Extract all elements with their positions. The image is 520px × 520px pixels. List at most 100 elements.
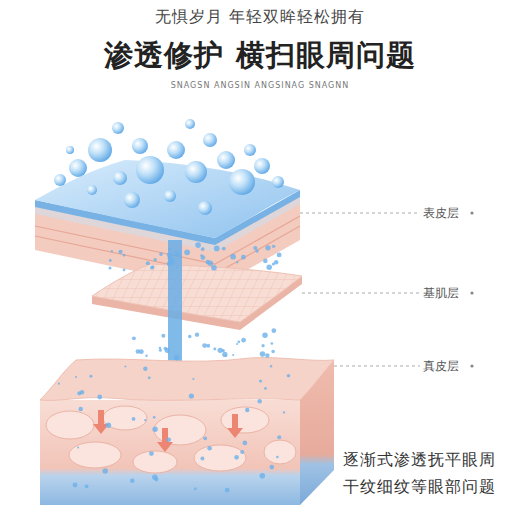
cell (194, 445, 246, 471)
particle (139, 349, 144, 354)
particle (148, 376, 151, 379)
particle (159, 349, 162, 352)
particle (203, 436, 207, 440)
particle (159, 252, 163, 256)
leader-dot (470, 364, 473, 367)
particle (154, 258, 157, 261)
particle (123, 254, 126, 257)
particle (130, 478, 135, 483)
layer-label: 真皮层 (423, 358, 467, 374)
cell (46, 411, 94, 439)
particle (149, 451, 154, 456)
particle (257, 399, 261, 403)
particle (271, 342, 274, 345)
particle (124, 366, 126, 368)
particle (77, 391, 81, 395)
particle (153, 416, 156, 419)
particle (111, 250, 113, 252)
cell (69, 442, 121, 468)
cell (103, 406, 147, 430)
particle (241, 338, 246, 343)
particle (89, 375, 92, 378)
down-arrows (93, 410, 243, 452)
tagline: 无惧岁月 年轻双眸轻松拥有 (0, 7, 520, 27)
cell (133, 451, 177, 473)
particle (145, 354, 147, 356)
particle (154, 477, 158, 481)
bubble (198, 201, 212, 215)
particle (78, 407, 83, 412)
particle (168, 247, 171, 250)
bubble (124, 192, 140, 208)
bubble (112, 122, 124, 134)
particle (271, 328, 276, 333)
particle (263, 259, 268, 264)
particle (270, 365, 272, 367)
dermis-cells (46, 406, 296, 473)
leader-dot (470, 291, 473, 294)
particle (277, 435, 281, 439)
particle (272, 262, 275, 265)
particle (264, 387, 267, 390)
particle (276, 456, 279, 459)
particle (201, 255, 206, 260)
particle (143, 367, 147, 371)
particle (208, 260, 214, 266)
particle (106, 423, 112, 429)
bubble (185, 161, 207, 183)
particle (202, 343, 207, 348)
particle (213, 348, 216, 351)
particle (230, 254, 236, 260)
particle (237, 340, 240, 343)
bubble (132, 138, 148, 154)
particle (222, 247, 226, 251)
particle (189, 393, 194, 398)
particle (194, 488, 197, 491)
particle (146, 261, 150, 265)
particle (206, 344, 210, 348)
leader-dots (470, 211, 473, 367)
particle (109, 259, 112, 262)
particle (261, 344, 264, 347)
particle (102, 468, 108, 474)
bubble (254, 158, 270, 174)
particle (236, 343, 238, 345)
particle (225, 488, 230, 493)
particle (167, 252, 172, 257)
particle (97, 395, 102, 400)
particle (201, 247, 205, 251)
arrow-shaft (168, 240, 182, 368)
particle (269, 465, 274, 470)
bubble (244, 144, 256, 156)
particle (176, 266, 178, 268)
layer-label: 表皮层 (423, 205, 467, 221)
particle (73, 483, 78, 488)
bubble (54, 174, 66, 186)
particle (283, 411, 285, 413)
leader-lines (300, 213, 420, 366)
particle (195, 332, 199, 336)
particle (132, 336, 136, 340)
basal-layer (92, 264, 302, 330)
subtitle: SNAGSN ANGSIN ANGSINAG SNAGNN (0, 80, 520, 92)
particle (200, 457, 204, 461)
particle (234, 455, 239, 460)
particle (236, 261, 238, 263)
bubble (217, 151, 235, 169)
basal-top (92, 264, 302, 322)
particle (108, 266, 111, 269)
particle (85, 484, 89, 488)
particle (207, 446, 212, 451)
particle (184, 249, 190, 255)
particle (161, 334, 165, 338)
red-arrow (93, 410, 109, 434)
particle (164, 347, 168, 351)
particle (123, 268, 126, 271)
particle (77, 446, 79, 448)
particle (240, 450, 244, 454)
particle (151, 266, 154, 269)
bubble (87, 185, 97, 195)
particle (260, 351, 266, 357)
layer-label: 基肌层 (423, 285, 467, 301)
